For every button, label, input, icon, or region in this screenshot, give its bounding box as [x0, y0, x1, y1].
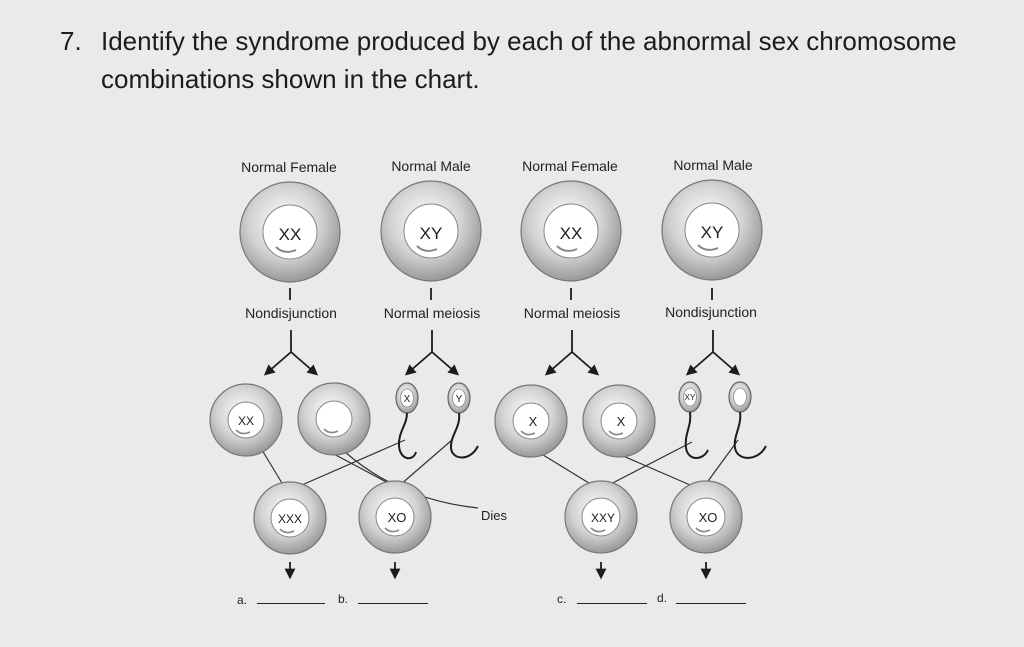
offspring-cell-3: XXY	[564, 480, 638, 554]
parent-chromosomes-2: XY	[420, 224, 443, 243]
process-label-2: Normal meiosis	[383, 305, 481, 321]
sperm-y: Y	[447, 382, 479, 459]
offspring-cell-1: XXX	[253, 481, 327, 555]
egg-x-2-label: X	[617, 414, 626, 429]
egg-x-1-label: X	[529, 414, 538, 429]
parent-label-2: Normal Male	[391, 158, 471, 174]
process-label-1: Nondisjunction	[245, 305, 337, 321]
egg-x-1: X	[494, 384, 568, 458]
offspring-cell-2: XO	[358, 480, 432, 554]
result-arrows	[284, 562, 712, 580]
question-number: 7.	[60, 26, 82, 56]
sperm-xy-label: XY	[685, 393, 696, 402]
parent-cell-1: XX	[239, 181, 341, 283]
egg-empty	[297, 382, 371, 456]
dies-label: Dies	[481, 508, 508, 523]
parent-chromosomes-4: XY	[701, 223, 724, 242]
blank-letter-d: d.	[657, 591, 668, 605]
sperm-empty	[728, 381, 767, 459]
parent-label-1: Normal Female	[241, 159, 337, 175]
sperm-x-label: X	[404, 394, 411, 405]
parent-label-4: Normal Male	[673, 157, 753, 173]
blank-letter-b: b.	[338, 592, 349, 606]
offspring-chromosomes-4: XO	[699, 510, 718, 525]
answer-blank-a[interactable]	[257, 603, 325, 604]
offspring-chromosomes-2: XO	[388, 510, 407, 525]
answer-blank-b[interactable]	[358, 603, 428, 604]
question-line-2: combinations shown in the chart.	[101, 64, 480, 94]
answer-blank-c[interactable]	[577, 603, 647, 604]
process-label-4: Nondisjunction	[665, 304, 757, 320]
offspring-chromosomes-3: XXY	[591, 511, 615, 525]
sperm-x: X	[395, 382, 419, 460]
answer-blank-d[interactable]	[676, 603, 746, 604]
offspring-cell-4: XO	[669, 480, 743, 554]
parent-chromosomes-3: XX	[560, 224, 583, 243]
offspring-chromosomes-1: XXX	[278, 512, 302, 526]
parent-cell-3: XX	[520, 180, 622, 282]
blank-letter-a: a.	[237, 593, 248, 607]
fork-arrows	[263, 330, 741, 376]
blank-letter-c: c.	[557, 592, 567, 606]
sperm-xy: XY	[678, 381, 709, 459]
egg-xx: XX	[209, 383, 283, 457]
parent-ticks	[289, 288, 713, 300]
parent-label-3: Normal Female	[522, 158, 618, 174]
egg-x-2: X	[582, 384, 656, 458]
sperm-y-label: Y	[456, 394, 463, 405]
process-label-3: Normal meiosis	[523, 305, 621, 321]
parent-chromosomes-1: XX	[279, 225, 302, 244]
parent-cell-4: XY	[661, 179, 763, 281]
egg-xx-label: XX	[238, 414, 254, 428]
question-line-1: Identify the syndrome produced by each o…	[101, 26, 957, 56]
parent-cell-2: XY	[380, 180, 482, 282]
